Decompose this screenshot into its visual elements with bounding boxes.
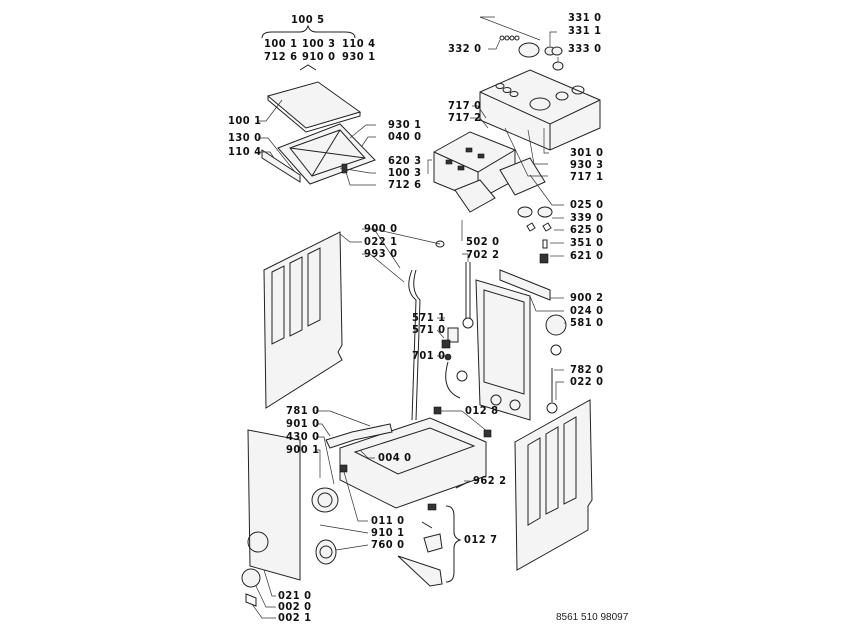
part-label: 717 1 (570, 170, 604, 183)
control-panel-part (479, 69, 601, 151)
group-item: 100 3 (302, 37, 336, 50)
part-label: 781 0 (286, 404, 320, 417)
part-label: 621 0 (570, 249, 604, 262)
part-label: 021 0 (278, 589, 312, 602)
clip-parts (526, 222, 552, 232)
part-label: 760 0 (371, 538, 405, 551)
part-label: 930 1 (388, 118, 422, 131)
part-label: 110 4 (228, 145, 262, 158)
part-label: 040 0 (388, 130, 422, 143)
leader-lines (251, 16, 566, 619)
part-label: 339 0 (570, 211, 604, 224)
part-label: 024 0 (570, 304, 604, 317)
part-label: 430 0 (286, 430, 320, 443)
part-label: 930 3 (570, 158, 604, 171)
group-bracket (445, 505, 462, 583)
seal-part (537, 206, 553, 218)
part-label: 022 0 (570, 375, 604, 388)
damper-rod-part (465, 262, 471, 318)
group-item: 930 1 (342, 50, 376, 63)
drain-pump-part (311, 487, 339, 565)
part-label: 002 1 (278, 611, 312, 624)
part-label: 962 2 (473, 474, 507, 487)
group-item: 910 0 (302, 50, 336, 63)
base-chassis-part (325, 406, 492, 509)
part-label: 717 0 (448, 99, 482, 112)
drawing-number: 8561 510 98097 (556, 612, 629, 623)
part-label: 900 0 (364, 222, 398, 235)
part-label: 571 0 (412, 323, 446, 336)
pulley-part (545, 314, 567, 336)
group-caret (299, 64, 317, 71)
part-label: 782 0 (570, 363, 604, 376)
left-side-panel (263, 231, 343, 409)
lid-frame-part (261, 123, 376, 185)
part-label: 620 3 (388, 154, 422, 167)
lid-part (266, 81, 362, 133)
part-label: 100 3 (388, 166, 422, 179)
part-label: 581 0 (570, 316, 604, 329)
part-label: 502 0 (466, 235, 500, 248)
door-lock-parts (397, 503, 443, 587)
part-label: 331 0 (568, 11, 602, 24)
switch-part (539, 253, 549, 264)
hose-part (445, 361, 461, 399)
drain-hose-part (408, 269, 421, 421)
part-label: 571 1 (412, 311, 446, 324)
part-label: 701 0 (412, 349, 446, 362)
seal-part (517, 206, 533, 218)
part-label: 910 1 (371, 526, 405, 539)
group-item: 712 6 (264, 50, 298, 63)
part-label: 625 0 (570, 223, 604, 236)
part-label: 002 0 (278, 600, 312, 613)
part-label: 011 0 (371, 514, 405, 527)
part-label: 333 0 (568, 42, 602, 55)
part-label: 717 2 (448, 111, 482, 124)
part-label: 900 2 (570, 291, 604, 304)
part-label: 025 0 (570, 198, 604, 211)
part-label: 900 1 (286, 443, 320, 456)
part-label: 702 2 (466, 248, 500, 261)
group-brace (261, 24, 356, 39)
part-label: 012 7 (464, 533, 498, 546)
part-label: 301 0 (570, 146, 604, 159)
lamp-part (542, 239, 548, 249)
part-label: 901 0 (286, 417, 320, 430)
part-label: 993 0 (364, 247, 398, 260)
front-panel (241, 429, 301, 607)
part-label: 130 0 (228, 131, 262, 144)
rear-frame-part (475, 269, 551, 421)
group-item: 100 1 (264, 37, 298, 50)
group-item: 110 4 (342, 37, 376, 50)
part-label: 331 1 (568, 24, 602, 37)
part-label: 004 0 (378, 451, 412, 464)
part-label: 100 1 (228, 114, 262, 127)
part-label: 332 0 (448, 42, 482, 55)
part-label: 351 0 (570, 236, 604, 249)
right-side-panel (514, 399, 593, 571)
part-label: 712 6 (388, 178, 422, 191)
valve-part (447, 327, 459, 343)
electronics-module-part (433, 131, 546, 213)
part-label: 022 1 (364, 235, 398, 248)
group-label: 100 5 (291, 13, 325, 26)
part-label: 012 8 (465, 404, 499, 417)
knob-parts (499, 35, 564, 71)
